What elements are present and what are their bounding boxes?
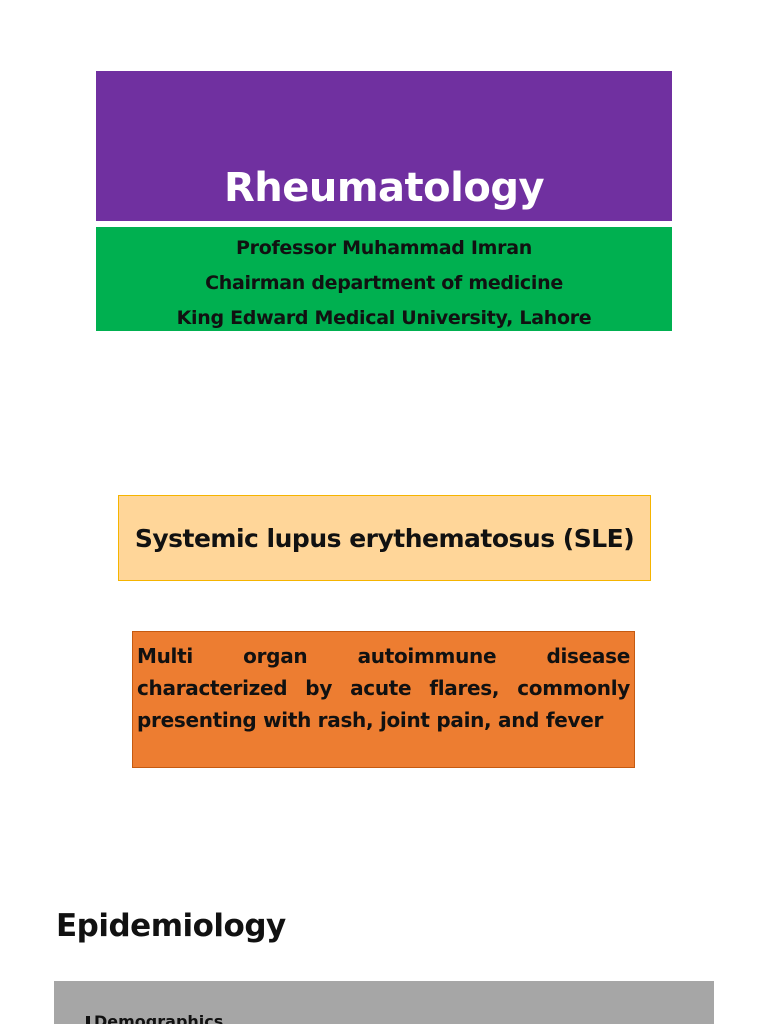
author-banner: Professor Muhammad Imran Chairman depart… <box>96 227 672 331</box>
author-institution: King Edward Medical University, Lahore <box>176 307 592 329</box>
author-name: Professor Muhammad Imran <box>236 237 532 259</box>
topic-heading: Systemic lupus erythematosus (SLE) <box>134 523 635 553</box>
epidemiology-panel <box>54 981 714 1024</box>
title-banner: Rheumatology <box>96 71 672 221</box>
page-title: Rheumatology <box>223 165 545 211</box>
topic-box: Systemic lupus erythematosus (SLE) <box>118 495 651 581</box>
definition-box: Multi organ autoimmune disease character… <box>132 631 635 768</box>
bullet-icon <box>86 1016 90 1024</box>
list-item: Demographics <box>94 1012 224 1024</box>
author-position: Chairman department of medicine <box>205 272 563 294</box>
epidemiology-heading: Epidemiology <box>56 908 286 944</box>
definition-text: Multi organ autoimmune disease character… <box>137 644 630 732</box>
